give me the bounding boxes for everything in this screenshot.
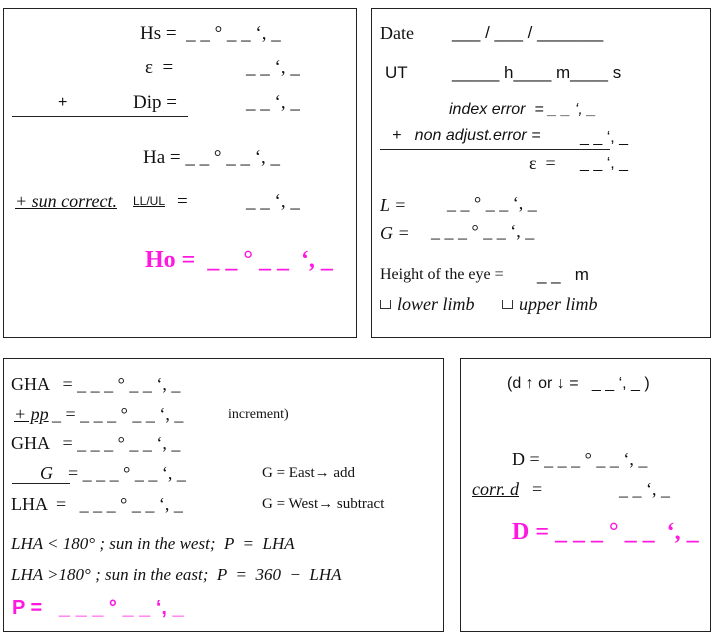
sum-underline (12, 116, 188, 117)
index-sum-underline (380, 149, 610, 150)
lha-east-rule: LHA >180° ; sun in the east; P = 360 − L… (11, 565, 342, 584)
p-result: P = _ _ _ ° _ _ ‘, _ (12, 597, 184, 619)
ho-result: Ho = _ _ ° _ _ ‘, _ (145, 247, 333, 273)
lower-limb-label: lower limb (397, 294, 475, 314)
corr-d-equals: = (532, 479, 543, 499)
g-east-rule: G = East→ add (262, 465, 356, 481)
g-label: G (40, 463, 53, 483)
epsilon2-value: _ _ ‘, _ (580, 155, 629, 172)
eye-height-label: Height of the eye = (380, 266, 504, 283)
epsilon-value: _ _ ‘, _ (246, 57, 300, 78)
increment-note: increment) (228, 407, 289, 422)
sun-correction-equals: = (177, 191, 188, 212)
gha-total-line: GHA = _ _ _ ° _ _ ‘, _ (11, 433, 181, 453)
lha-line: LHA = _ _ _ ° _ _ ‘, _ (11, 494, 183, 514)
declination-result: D = _ _ _ ° _ _ ‘, _ (512, 519, 699, 545)
upper-limb-label: upper limb (519, 294, 598, 314)
lha-west-rule: LHA < 180° ; sun in the west; P = LHA (11, 534, 295, 553)
latitude-value: _ _ ° _ _ ‘, _ (447, 193, 537, 213)
lower-limb-option[interactable]: lower limb (380, 295, 475, 313)
lower-limb-checkbox-icon[interactable] (380, 300, 391, 309)
date-field[interactable]: ___ / ___ / _______ (452, 23, 604, 42)
limb-abbreviation: LL/UL (133, 194, 166, 208)
declination-line: D = _ _ _ ° _ _ ‘, _ (512, 449, 648, 469)
altitude-correction-box (3, 8, 357, 338)
declination-box (460, 358, 711, 632)
g-west-rule: G = West→ subtract (262, 496, 385, 512)
non-adjust-error-label: + non adjust.error = (392, 127, 541, 144)
sun-correction-label: + sun correct. (15, 191, 117, 211)
epsilon-label: ε = (145, 57, 174, 78)
observation-data-box (371, 8, 711, 338)
corr-d-value: _ _ ‘, _ (619, 479, 670, 499)
ut-label: UT (385, 63, 408, 82)
upper-limb-checkbox-icon[interactable] (502, 300, 513, 309)
corr-d-label: corr. d (472, 479, 520, 499)
hour-angle-box (3, 358, 444, 632)
dip-value: _ _ ‘, _ (246, 92, 300, 113)
plus-sign: + (58, 94, 68, 111)
eye-height-value: _ _ m (537, 265, 589, 284)
hs-line: Hs = _ _ ° _ _ ‘, _ (140, 23, 281, 44)
index-error-line: index error = _ _ ‘, _ (449, 101, 597, 118)
g-value: = _ _ _ ° _ _ ‘, _ (68, 463, 186, 483)
pp-label: + pp (14, 404, 49, 424)
latitude-label: L = (380, 195, 407, 215)
date-label: Date (380, 23, 414, 43)
pp-value: _ = _ _ _ ° _ _ ‘, _ (52, 404, 184, 424)
upper-limb-option[interactable]: upper limb (502, 295, 598, 313)
d-change-line: (d ↑ or ↓ = _ _ ‘, _ ) (507, 375, 650, 392)
ha-line: Ha = _ _ ° _ _ ‘, _ (143, 147, 281, 168)
ut-field[interactable]: _____ h____ m____ s (452, 63, 622, 82)
gha-line: GHA = _ _ _ ° _ _ ‘, _ (11, 374, 181, 394)
sun-correction-value: _ _ ‘, _ (246, 191, 300, 212)
epsilon2-label: ε = (529, 153, 556, 173)
non-adjust-error-value: _ _ ‘, _ (580, 129, 629, 146)
longitude-label: G = (380, 223, 410, 243)
g-underline (12, 483, 70, 484)
longitude-value: _ _ _ ° _ _ ‘, _ (431, 221, 535, 241)
dip-label: Dip = (133, 92, 177, 113)
